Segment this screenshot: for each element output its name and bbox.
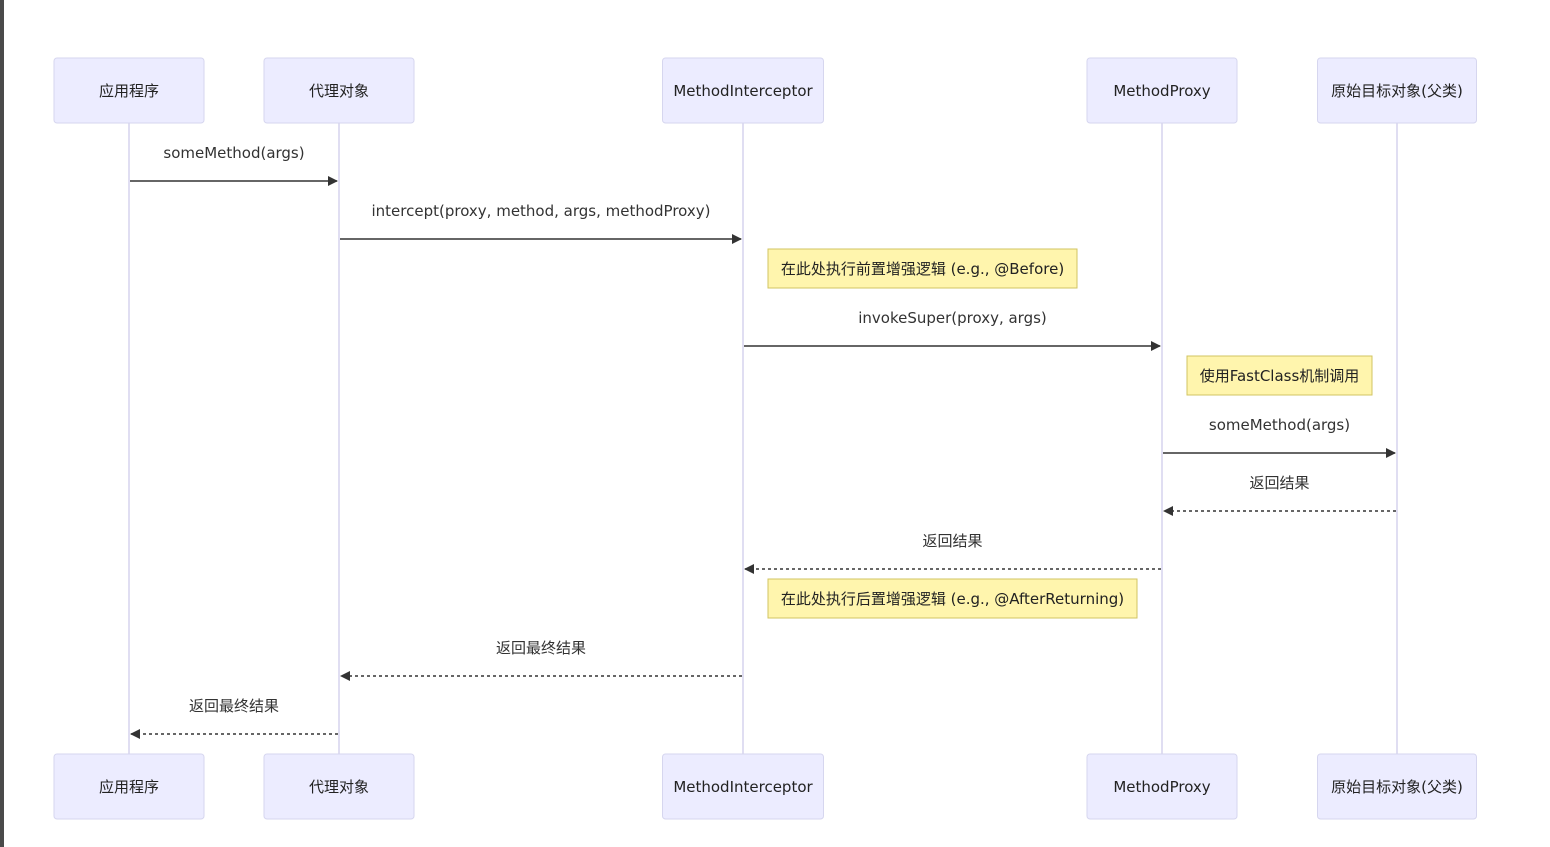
actor-interceptor-bottom: MethodInterceptor [662, 753, 824, 820]
note-2: 在此处执行前置增强逻辑 (e.g., @Before) [767, 248, 1078, 289]
actor-box [1317, 753, 1477, 820]
actor-label: 代理对象 [309, 82, 369, 100]
actor-proxy-top: 代理对象 [263, 57, 415, 124]
note-4: 使用FastClass机制调用 [1186, 355, 1373, 396]
actor-target-bottom: 原始目标对象(父类) [1317, 753, 1477, 820]
message-6: 返回结果 [1163, 474, 1396, 516]
note-label: 在此处执行前置增强逻辑 (e.g., @Before) [781, 260, 1064, 278]
actor-label: 原始目标对象(父类) [1331, 778, 1463, 796]
actor-box [53, 753, 205, 820]
actor-label: MethodProxy [1113, 778, 1210, 796]
message-3: invokeSuper(proxy, args) [744, 309, 1161, 351]
actor-label: 原始目标对象(父类) [1331, 82, 1463, 100]
actor-label: MethodInterceptor [673, 778, 813, 796]
actor-box [263, 57, 415, 124]
message-label: 返回结果 [1249, 474, 1309, 492]
actor-box [662, 753, 824, 820]
note-label: 在此处执行后置增强逻辑 (e.g., @AfterReturning) [781, 590, 1124, 608]
actor-interceptor-top: MethodInterceptor [662, 57, 824, 124]
actor-box [53, 57, 205, 124]
window-left-edge [0, 0, 4, 847]
actor-box [1086, 57, 1238, 124]
message-label: 返回最终结果 [189, 697, 279, 715]
message-label: 返回最终结果 [496, 639, 586, 657]
steps: someMethod(args) intercept(proxy, method,… [130, 144, 1396, 739]
message-label: someMethod(args) [1209, 416, 1350, 434]
actor-target-top: 原始目标对象(父类) [1317, 57, 1477, 124]
message-10: 返回最终结果 [130, 697, 338, 739]
message-1: intercept(proxy, method, args, methodPro… [340, 202, 742, 244]
message-5: someMethod(args) [1163, 416, 1396, 458]
note-box [767, 248, 1078, 289]
actor-label: 应用程序 [99, 82, 159, 100]
message-7: 返回结果 [744, 532, 1161, 574]
actors-top: 应用程序 代理对象 MethodInterceptor MethodProxy 原始目标… [53, 57, 1477, 124]
message-label: intercept(proxy, method, args, methodPro… [371, 202, 710, 220]
actor-label: MethodInterceptor [673, 82, 813, 100]
actors-bottom: 应用程序 代理对象 MethodInterceptor MethodProxy 原始目标… [53, 753, 1477, 820]
note-8: 在此处执行后置增强逻辑 (e.g., @AfterReturning) [767, 578, 1138, 619]
actor-label: 代理对象 [309, 778, 369, 796]
note-box [767, 578, 1138, 619]
actor-proxy-bottom: 代理对象 [263, 753, 415, 820]
note-box [1186, 355, 1373, 396]
actor-label: MethodProxy [1113, 82, 1210, 100]
actor-box [263, 753, 415, 820]
actor-box [662, 57, 824, 124]
note-label: 使用FastClass机制调用 [1200, 367, 1360, 385]
actor-box [1086, 753, 1238, 820]
message-0: someMethod(args) [130, 144, 338, 186]
actor-app-bottom: 应用程序 [53, 753, 205, 820]
lifelines [128, 123, 1398, 754]
message-9: 返回最终结果 [340, 639, 742, 681]
actor-methodproxy-bottom: MethodProxy [1086, 753, 1238, 820]
message-label: someMethod(args) [163, 144, 304, 162]
actor-app-top: 应用程序 [53, 57, 205, 124]
actor-label: 应用程序 [99, 778, 159, 796]
actor-methodproxy-top: MethodProxy [1086, 57, 1238, 124]
message-label: invokeSuper(proxy, args) [858, 309, 1047, 327]
actor-box [1317, 57, 1477, 124]
message-label: 返回结果 [922, 532, 982, 550]
